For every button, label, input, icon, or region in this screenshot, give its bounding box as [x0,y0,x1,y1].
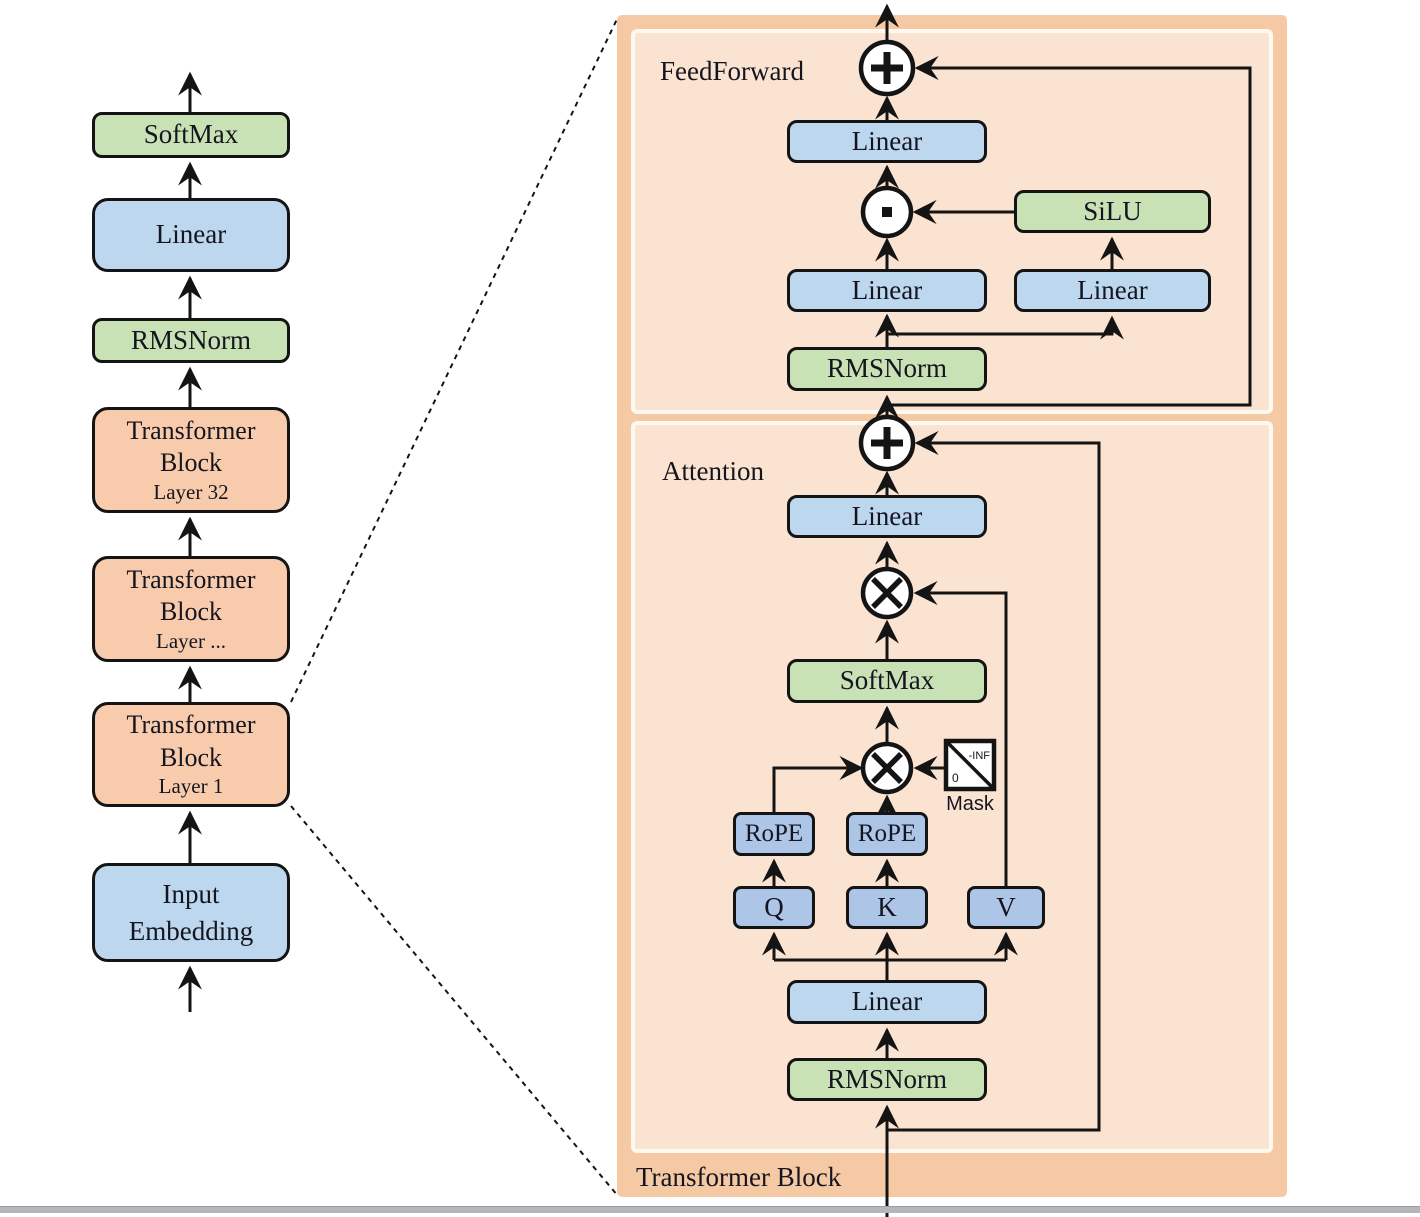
rope-q-label: RoPE [744,819,804,847]
feedforward-section-label: FeedForward [660,56,804,86]
elementwise-multiply-icon [860,185,914,239]
softmax-block: SoftMax [92,112,290,158]
ff-linear-out-block: Linear [787,120,987,163]
att-rmsnorm-label: RMSNorm [826,1063,948,1094]
matmul-icon [860,566,914,620]
ff-linear-right-block: Linear [1014,269,1211,312]
v-to-matmul [913,581,1008,886]
q-block: Q [733,886,815,929]
att-linear-in-label: Linear [851,986,923,1017]
att-linear-in-block: Linear [787,980,987,1024]
transformer-block-layer-1: Transformer Block Layer 1 [92,702,290,807]
causal-mask-icon: -INF 0 Mask [943,738,997,815]
rmsnorm-label: RMSNorm [130,324,252,355]
block-label: Transformer Block [126,710,256,772]
attention-connectors [762,431,1101,1217]
operator-nodes [858,39,916,795]
ff-rmsnorm-label: RMSNorm [826,353,948,384]
att-linear-out-block: Linear [787,495,987,538]
v-block: V [967,886,1045,929]
add-icon [858,39,916,97]
feedforward-residual [887,56,1252,407]
add-icon [858,414,916,472]
rope-q-block: RoPE [733,812,815,856]
transformer-block-layer-32: Transformer Block Layer 32 [92,407,290,513]
mask-neg-inf-label: -INF [969,750,991,762]
q-label: Q [764,891,784,922]
ff-linear-left-label: Linear [851,274,923,305]
layer-label: Layer ... [156,628,226,653]
k-block: K [846,886,928,929]
block-label: Transformer Block [126,564,256,627]
zoom-guide-dashed-lines [290,16,619,1197]
att-rmsnorm-block: RMSNorm [787,1058,987,1101]
mask-zero-label: 0 [952,771,959,785]
ff-linear-left-block: Linear [787,269,987,312]
attention-residual [887,431,1101,1132]
block-label: Transformer Block [126,415,256,478]
ff-linear-out-label: Linear [851,125,923,156]
rope-q-to-matmul [772,756,864,812]
ff-rmsnorm-block: RMSNorm [787,347,987,391]
matmul-icon [860,741,914,795]
input-embedding-block: Input Embedding [92,863,290,962]
qkv-bus [774,958,1006,980]
mask-label: Mask [946,793,995,815]
softmax-label: SoftMax [143,119,239,150]
k-label: K [877,891,897,922]
attention-section-label: Attention [662,456,764,486]
layer-label: Layer 1 [158,774,224,799]
ff-silu-block: SiLU [1014,190,1211,233]
rmsnorm-block: RMSNorm [92,318,290,363]
att-linear-out-label: Linear [851,500,923,531]
linear-block: Linear [92,198,290,272]
transformer-block-layer-dots: Transformer Block Layer ... [92,556,290,662]
transformer-block-panel-label: Transformer Block [636,1162,842,1192]
v-label: V [996,891,1016,922]
silu-label: SiLU [1083,195,1142,226]
att-softmax-block: SoftMax [787,659,987,703]
ff-linear-right-label: Linear [1077,274,1148,305]
linear-label: Linear [155,219,227,250]
input-embedding-label: Input Embedding [128,879,254,946]
window-bottom-edge [0,1206,1420,1213]
rope-k-block: RoPE [846,812,928,856]
feedforward-connectors [875,3,1252,419]
att-softmax-label: SoftMax [839,665,935,696]
rope-k-label: RoPE [857,819,917,847]
layer-label: Layer 32 [153,479,229,504]
